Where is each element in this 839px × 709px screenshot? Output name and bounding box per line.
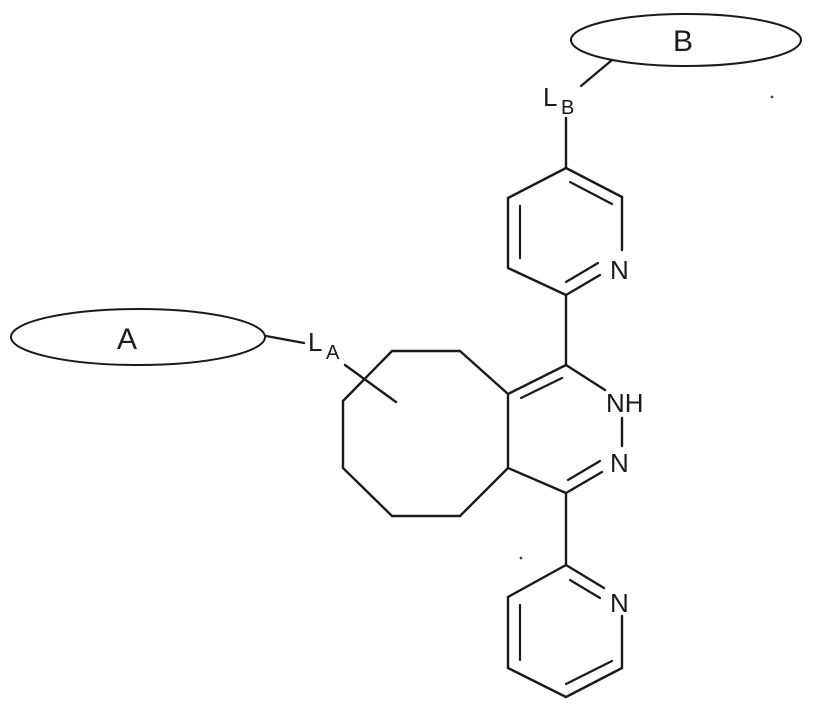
bottom-pyridine-ring	[508, 565, 622, 697]
speck	[520, 557, 523, 560]
linker-b-to-oval-bond	[581, 60, 612, 86]
top-pyridine-ring	[508, 168, 622, 295]
bottom-pyridine-nitrogen: N	[610, 588, 629, 618]
pyridazine-nh: NH	[606, 388, 644, 418]
group-a-label: A	[117, 323, 137, 356]
pyridazine-ring	[508, 365, 622, 493]
linker-b-subscript: B	[561, 97, 574, 119]
pyridazine-nitrogen: N	[610, 448, 629, 478]
top-pyridine-nitrogen: N	[610, 255, 629, 285]
group-b-label: B	[673, 25, 693, 58]
linker-a-subscript: A	[326, 342, 340, 364]
speck	[771, 96, 774, 99]
linker-a-label: L	[308, 327, 322, 357]
linker-b-label: L	[543, 82, 557, 112]
linker-a-to-ring-bond	[345, 365, 396, 402]
oval-a-to-linker-bond	[266, 336, 304, 343]
cyclooctane-ring	[343, 351, 508, 516]
group-a-oval	[11, 309, 265, 365]
